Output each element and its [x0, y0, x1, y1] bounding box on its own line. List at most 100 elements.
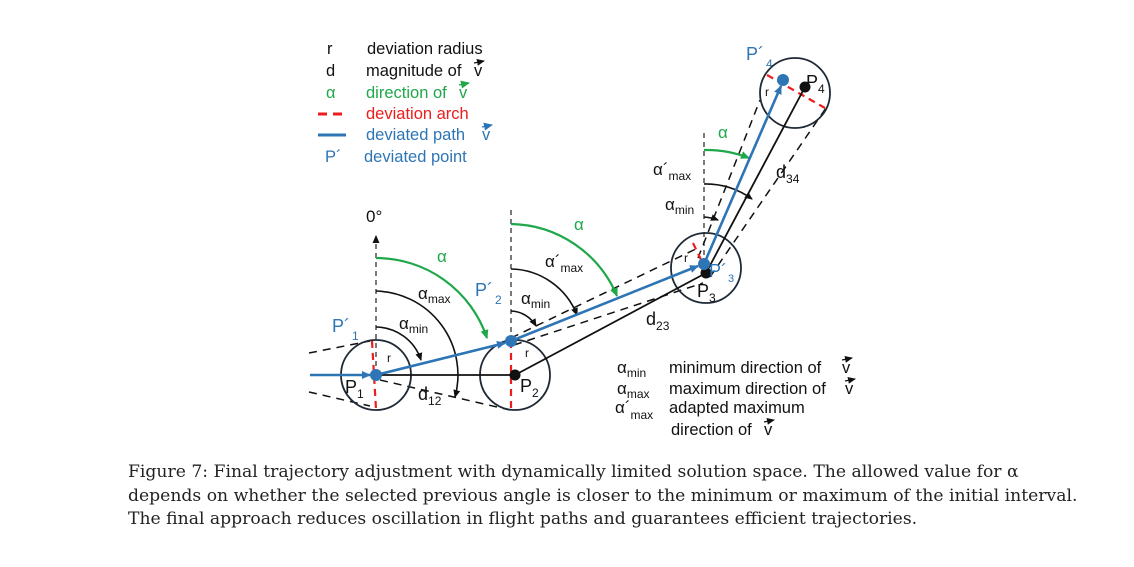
label-alpha-prime-max-p3: α´max [653, 160, 691, 183]
alpha-min-arc-p3 [703, 214, 719, 221]
legend-item-deviated-path: deviated path v [318, 122, 493, 144]
legend-bottom: αmin minimum direction of v αmax maximum… [615, 355, 856, 439]
distance-labels: d12 d23 d34 [418, 162, 800, 408]
vector-symbol: v [474, 62, 483, 80]
legend-symbol: αmax [617, 379, 650, 401]
radius-label-p1: r [387, 351, 391, 365]
caption-line-2: depends on whether the selected previous… [128, 485, 1078, 506]
boundary-line [709, 107, 827, 278]
legend-label: deviation arch [366, 105, 469, 123]
figure-caption: Figure 7: Final trajectory adjustment wi… [128, 461, 1078, 532]
legend-label: deviated point [364, 148, 467, 166]
legend-label: magnitude of [366, 62, 462, 80]
vector-symbol: v [482, 126, 491, 144]
legend-label: minimum direction of [669, 359, 822, 377]
alpha-arc-p2 [510, 222, 619, 297]
solution-space-boundaries [308, 99, 827, 411]
legend-item-magnitude: d magnitude of v [326, 58, 485, 80]
legend-label-continued: direction of [671, 421, 752, 439]
legend-symbol: αmin [617, 358, 646, 380]
boundary-line [510, 246, 701, 339]
point-p3 [700, 267, 712, 279]
alpha-prime-max-arc-p2 [510, 268, 578, 316]
deviated-path [310, 85, 783, 379]
points [370, 74, 811, 381]
legend-item-direction: α direction of v [326, 80, 470, 102]
vector-symbol: v [842, 359, 851, 377]
legend-item-alpha-max: αmax maximum direction of v [617, 376, 856, 401]
segment-d23 [514, 272, 707, 376]
vector-arrow-icon [458, 80, 470, 89]
legend-label: deviated path [366, 126, 465, 144]
angle-labels: α αmax αmin α α´max αmin α α´max αmin [399, 123, 728, 336]
original-path [376, 86, 806, 376]
label-p-prime-2: P´2 [475, 280, 502, 307]
legend-item-alpha-prime-max: α´max adapted maximum direction of v [615, 398, 805, 439]
vector-symbol: v [459, 84, 468, 102]
vector-symbol: v [764, 421, 773, 439]
deviation-circle-p4 [759, 57, 831, 129]
legend-symbol: P´ [325, 148, 342, 166]
label-alpha-prime-max-p2: α´max [545, 252, 583, 275]
boundary-line [308, 391, 371, 407]
label-d34: d34 [776, 162, 800, 186]
deviated-segment-2 [510, 264, 699, 343]
point-p-prime-3 [698, 258, 710, 270]
legend-symbol: d [326, 62, 335, 80]
label-p-prime-4: P´4 [746, 44, 773, 71]
legend-item-deviated-point: P´ deviated point [325, 148, 467, 166]
angle-arcs [375, 148, 753, 398]
vector-arrow-icon [844, 376, 856, 384]
legend-label: maximum direction of [669, 380, 826, 398]
label-p4: P4 [806, 72, 825, 96]
label-p-prime-3: P´3 [709, 261, 734, 285]
label-p2: P2 [520, 376, 539, 400]
legend-symbol: r [327, 40, 333, 58]
label-alpha-min-p3: αmin [665, 195, 694, 217]
legend-item-radius: r deviation radius [327, 40, 483, 58]
boundary-line [379, 379, 511, 411]
label-alpha-p2: α [574, 215, 584, 234]
point-p-prime-2 [505, 335, 517, 347]
legend-item-alpha-min: αmin minimum direction of v [617, 355, 853, 380]
point-p2 [509, 369, 521, 381]
legend-symbol: α´max [615, 398, 653, 422]
alpha-arc-p3 [703, 148, 750, 160]
alpha-min-arc-p2 [510, 310, 537, 327]
trajectory-diagram: r deviation radius d magnitude of v α di… [308, 40, 856, 439]
alpha-prime-max-arc-p3 [703, 183, 753, 200]
legend-label: deviation radius [367, 40, 483, 58]
radius-label-p3: r [684, 251, 688, 265]
alpha-max-arc-p1 [375, 290, 461, 398]
label-d23: d23 [646, 309, 670, 333]
legend-top: r deviation radius d magnitude of v α di… [318, 40, 493, 166]
label-p-prime-1: P´1 [332, 316, 359, 343]
vector-arrow-icon [481, 122, 493, 131]
deviated-segment-3 [702, 85, 783, 265]
legend-item-deviation-arch: deviation arch [318, 105, 469, 123]
boundary-line [513, 282, 704, 346]
radius-label-p2: r [525, 346, 529, 360]
label-p3: P3 [697, 281, 716, 305]
label-alpha-p3: α [718, 123, 728, 142]
vector-symbol: v [845, 380, 854, 398]
vector-arrow-icon [473, 58, 485, 66]
label-d12: d12 [418, 384, 442, 408]
legend-symbol: α [326, 84, 336, 102]
vector-arrow-icon [763, 417, 775, 425]
caption-line-1: Figure 7: Final trajectory adjustment wi… [128, 462, 1019, 482]
point-p4 [799, 81, 811, 93]
label-alpha-max-p1: αmax [418, 284, 451, 306]
vector-arrow-icon [841, 355, 853, 363]
legend-label: direction of [366, 84, 447, 102]
label-alpha-min-p1: αmin [399, 314, 428, 336]
boundary-line [308, 340, 371, 354]
label-alpha-min-p2: αmin [521, 289, 550, 311]
alpha-arc-p1 [375, 256, 489, 339]
radius-label-p4: r [765, 85, 769, 99]
segment-d34 [705, 86, 806, 274]
point-p-prime-1 [370, 369, 382, 381]
deviation-circle-p3 [670, 232, 742, 304]
label-p1: P1 [345, 377, 364, 401]
point-labels: P1 P2 P3 P4 P´1 P´2 P´3 P´4 [332, 44, 825, 401]
